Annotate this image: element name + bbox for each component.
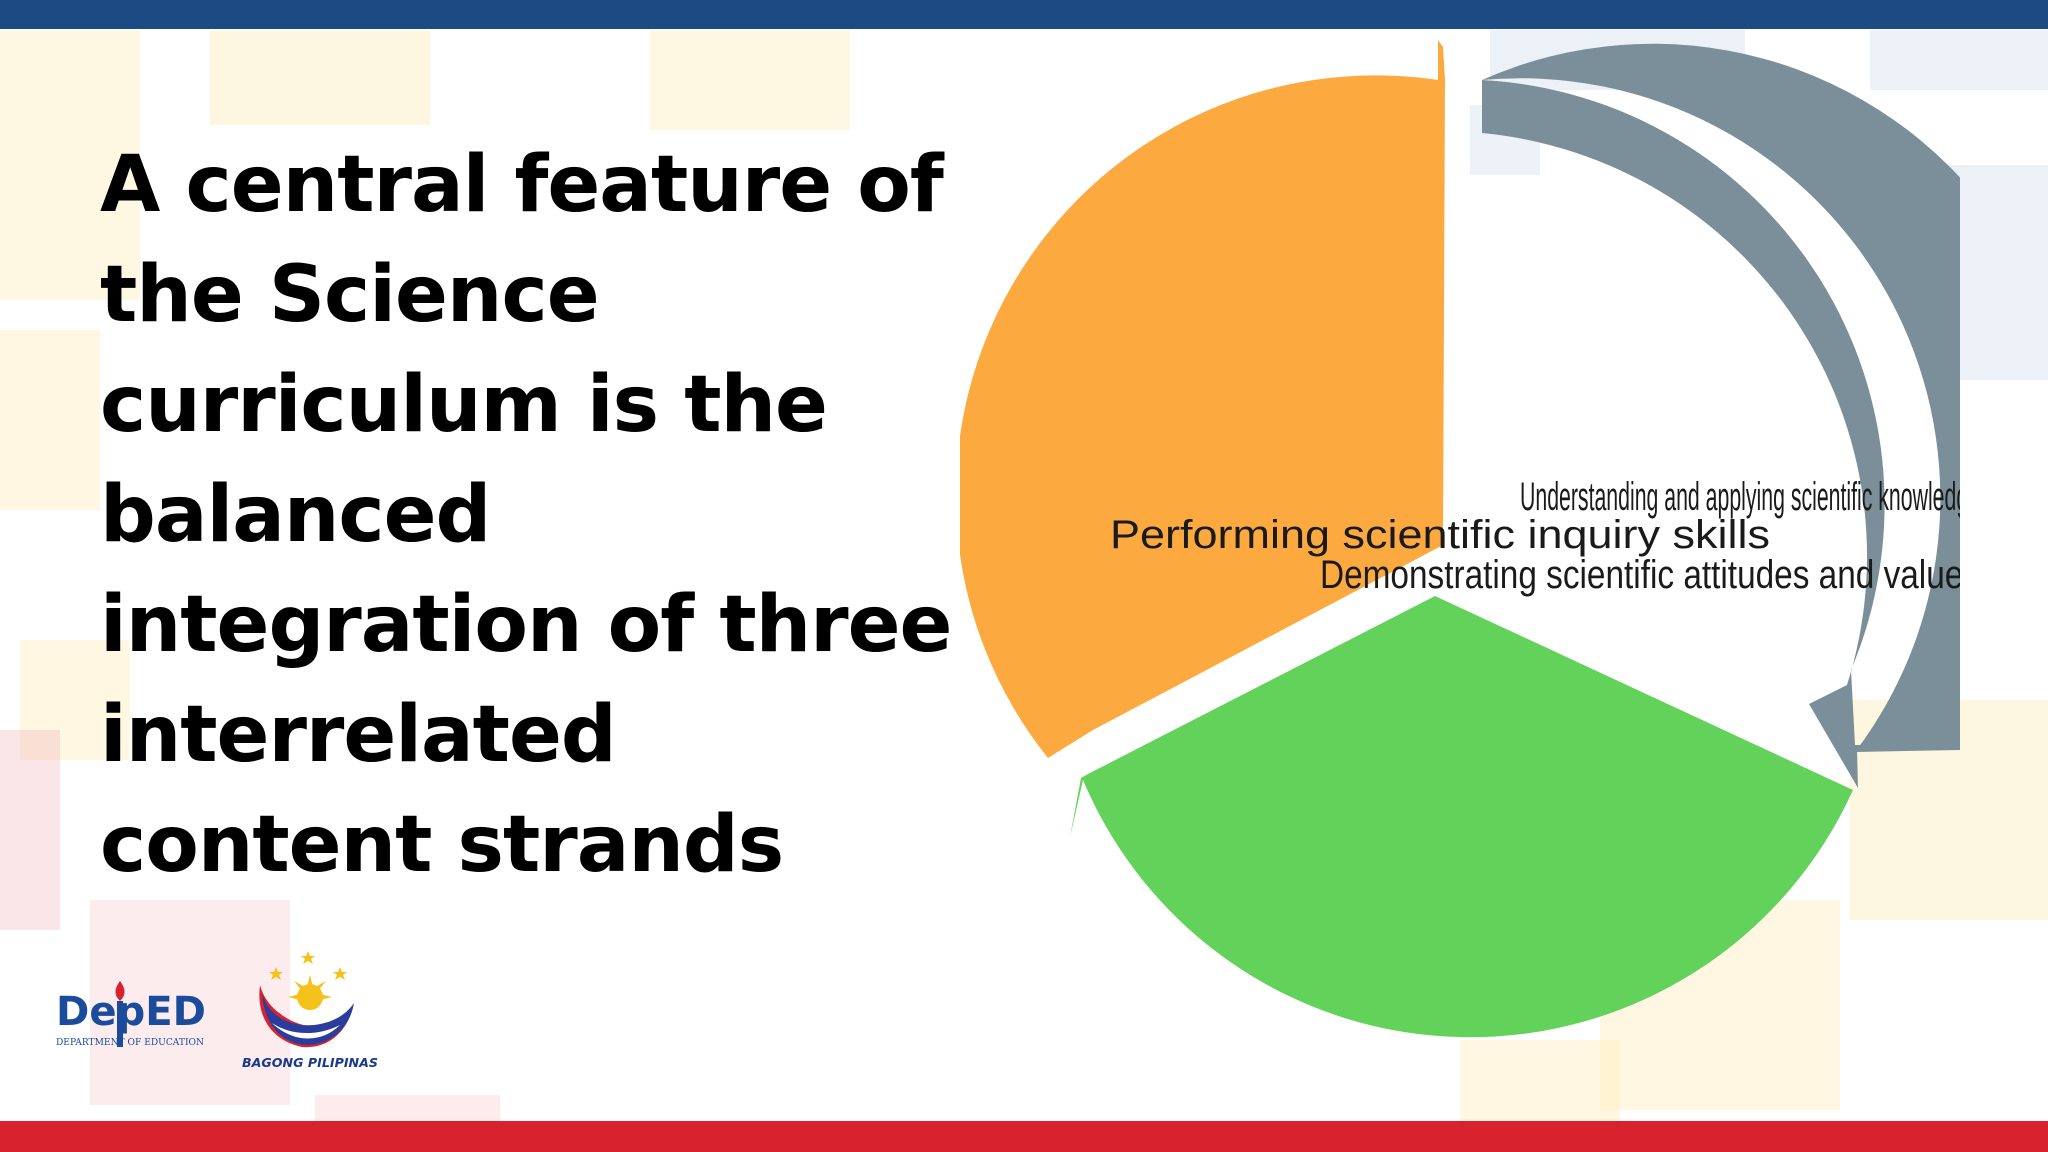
top-color-bar: [0, 0, 2048, 29]
torch-handle-icon: [117, 1001, 123, 1047]
bagong-pilipinas-logo: BAGONG PILIPINAS: [242, 951, 378, 1070]
white-stripe-icon: [272, 1023, 340, 1039]
strand-label-inquiry: Performing scientific inquiry skills: [1110, 513, 1770, 557]
bagong-pilipinas-text: BAGONG PILIPINAS: [242, 1056, 378, 1070]
decor-block: [20, 640, 130, 760]
strand-segment-knowledge: [1482, 80, 1904, 788]
decor-block: [210, 30, 430, 125]
strand-segment-inquiry: [960, 40, 1445, 758]
decor-block: [0, 330, 100, 510]
bottom-color-bar: [0, 1121, 2048, 1152]
deped-logo: DepED DEPARTMENT OF EDUCATION: [56, 981, 206, 1048]
sun-icon: [288, 975, 332, 1010]
stars-icon: [269, 951, 347, 980]
strand-segment-knowledge-main: [1482, 43, 1960, 752]
decor-block: [0, 30, 140, 300]
decor-block: [650, 30, 850, 130]
strand-label-attitudes: Demonstrating scientific attitudes and v…: [1320, 553, 1960, 597]
deped-subtitle: DEPARTMENT OF EDUCATION: [56, 1038, 204, 1048]
decor-block: [0, 730, 60, 930]
strand-segment-attitudes: [1070, 596, 1853, 1038]
torch-flame-icon: [115, 981, 125, 1001]
decor-block: [90, 900, 290, 1105]
decor-block: [1950, 165, 2048, 380]
decor-block: [1460, 1040, 1620, 1121]
decor-block: [315, 1095, 500, 1121]
slide-headline: A central feature of the Science curricu…: [100, 140, 952, 890]
strand-label-knowledge: Understanding and applying scientific kn…: [1520, 475, 1960, 519]
content-strands-cycle: Understanding and applying scientific kn…: [960, 40, 1960, 1038]
deped-wordmark: DepED: [56, 989, 206, 1035]
decor-block: [1870, 30, 2048, 90]
